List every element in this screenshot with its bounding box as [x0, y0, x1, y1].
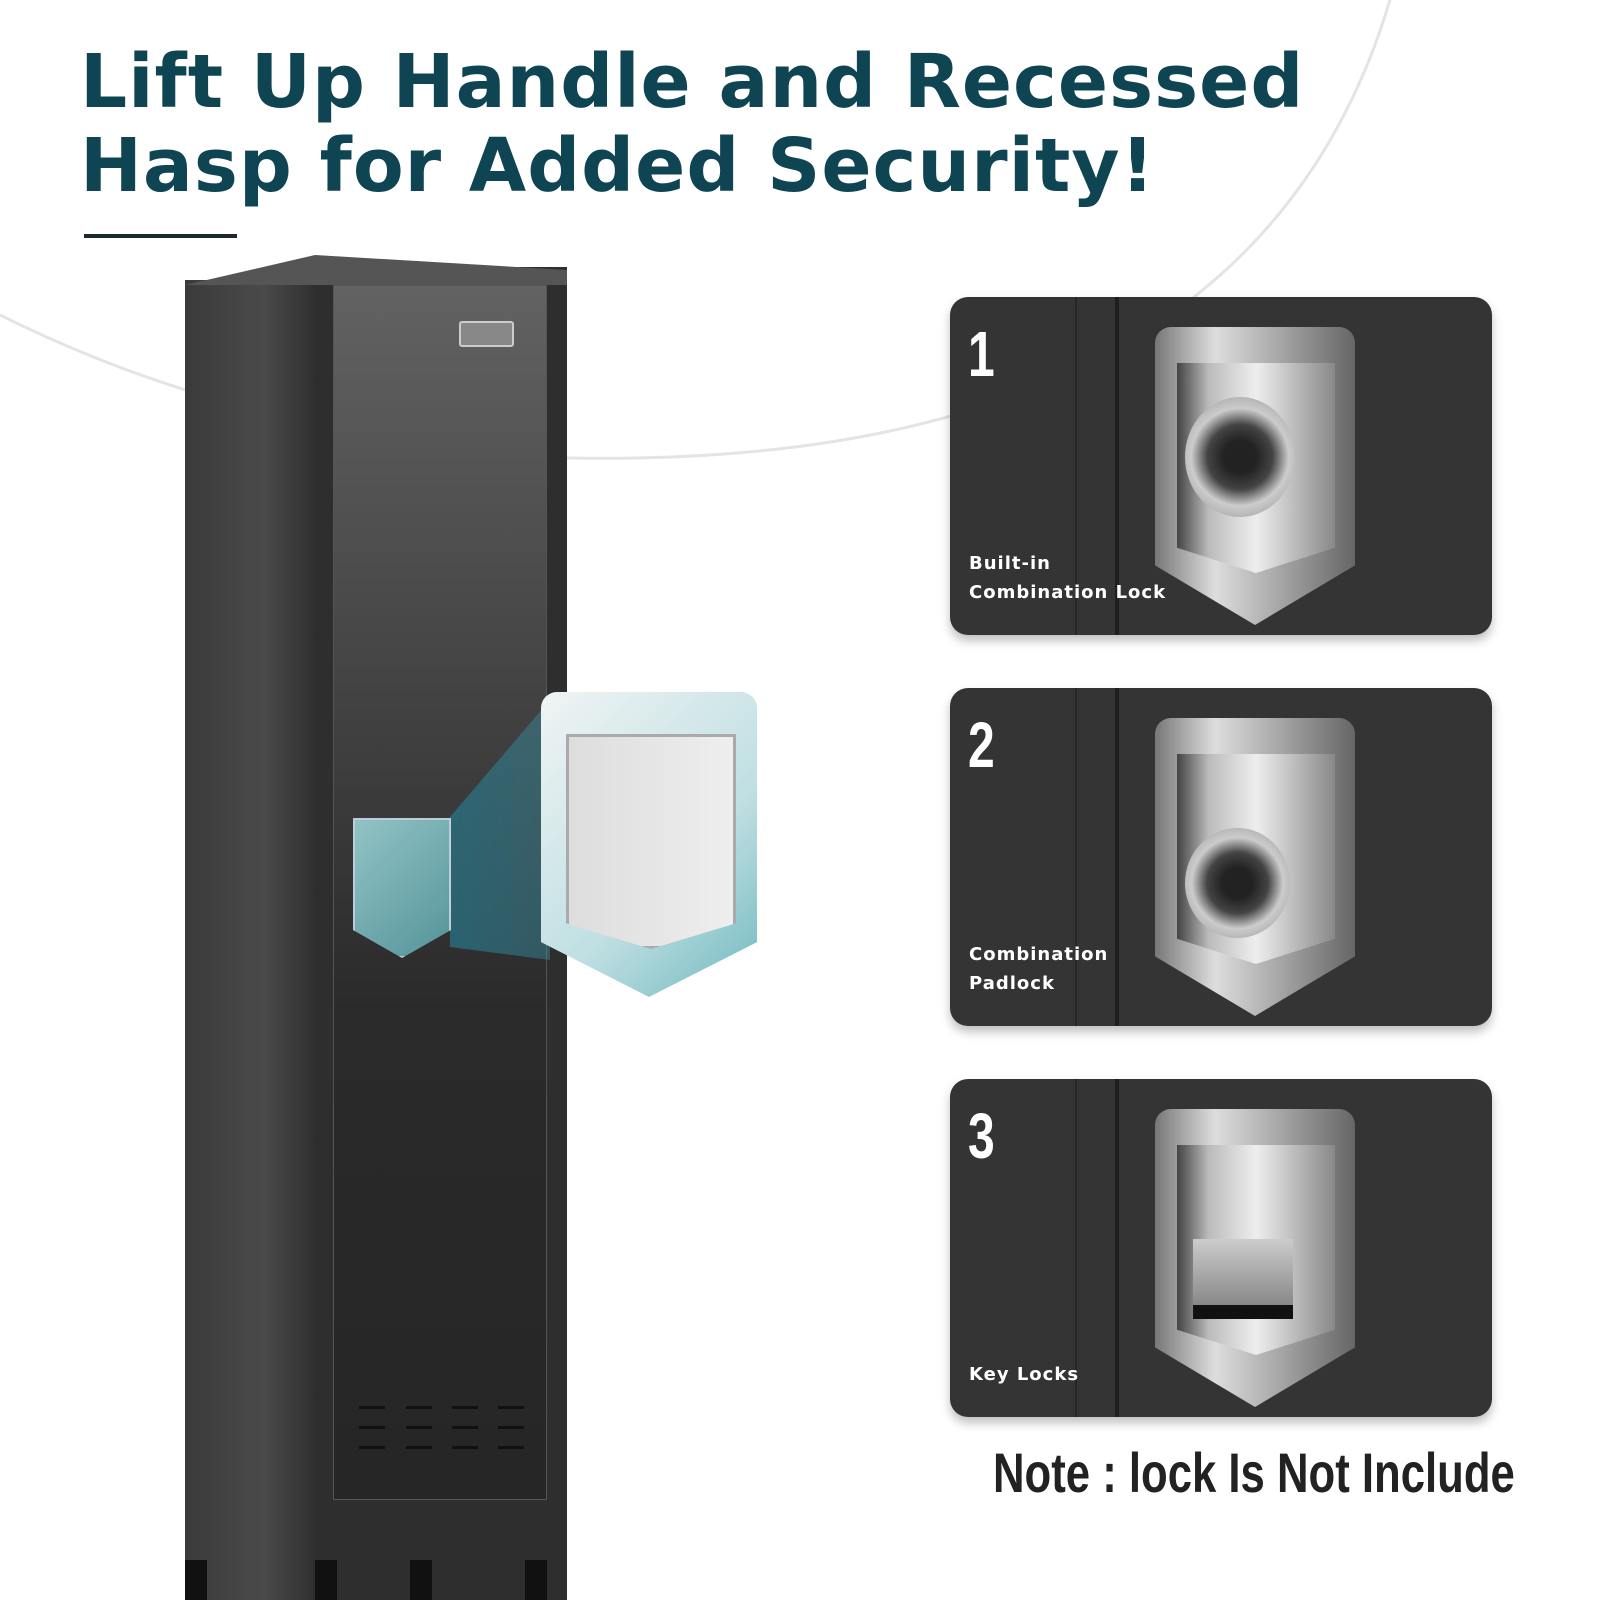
vent — [359, 1406, 385, 1409]
recessed-hasp-zoom — [541, 692, 757, 997]
card-label: Key Locks — [969, 1364, 1080, 1385]
title-line-1: Lift Up Handle and Recessed — [80, 39, 1305, 125]
vent — [359, 1446, 385, 1449]
card-number: 3 — [968, 1100, 995, 1172]
nameplate — [459, 321, 514, 347]
vent — [452, 1406, 478, 1409]
card-number: 2 — [968, 709, 995, 781]
locker-top — [185, 255, 567, 285]
vent — [406, 1426, 432, 1429]
combination-dial-icon — [1185, 397, 1295, 517]
locker-leg — [185, 1560, 207, 1600]
locker-leg — [525, 1560, 547, 1600]
vent — [359, 1426, 385, 1429]
combination-padlock-icon — [1185, 828, 1290, 938]
locker-leg — [315, 1560, 337, 1600]
title-underline — [84, 234, 237, 238]
lock-option-card-3: 3 Key Locks — [950, 1079, 1492, 1417]
vent — [406, 1446, 432, 1449]
title-line-2: Hasp for Added Security! — [80, 123, 1156, 209]
locker-leg — [410, 1560, 432, 1600]
vent — [452, 1446, 478, 1449]
card-number: 1 — [968, 318, 995, 390]
vent — [452, 1426, 478, 1429]
key-padlock-icon — [1193, 1239, 1293, 1319]
vent — [498, 1406, 524, 1409]
locker-side — [185, 280, 315, 1600]
vent — [498, 1446, 524, 1449]
note-text: Note : lock Is Not Include — [993, 1441, 1515, 1504]
page-title: Lift Up Handle and Recessed Hasp for Add… — [80, 40, 1304, 208]
vent — [498, 1426, 524, 1429]
vent — [406, 1406, 432, 1409]
recessed-hasp — [353, 818, 451, 958]
